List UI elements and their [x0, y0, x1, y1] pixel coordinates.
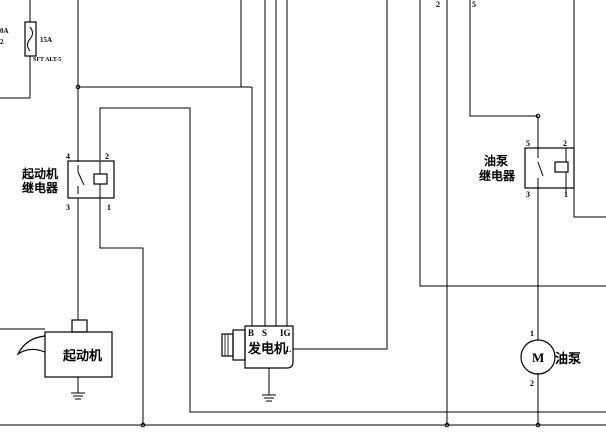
junction-dots — [75, 84, 541, 428]
alternator-pulley — [232, 329, 246, 361]
fuel-pump-label: 油泵 — [555, 351, 581, 367]
fuel-pump-pin-1: 1 — [530, 329, 534, 338]
starter-relay-pin-1: 1 — [107, 203, 111, 212]
fuel-pump-pin-2: 2 — [530, 379, 534, 388]
junction-dot — [535, 113, 541, 119]
pump-relay-body — [524, 147, 575, 189]
fuse-rating: 15A — [40, 36, 52, 44]
starter-relay-pin-3: 3 — [66, 203, 70, 212]
pump-relay-pin-3: 3 — [526, 190, 530, 199]
starter-motor-label: 起动机 — [62, 348, 102, 364]
fuel-pump: M 1 2 油泵 — [520, 329, 581, 388]
starter-relay-coil — [93, 173, 108, 185]
alternator-term-ig: IG — [280, 328, 291, 338]
pump-relay-pin-5: 5 — [526, 139, 530, 148]
junction-dot — [140, 422, 146, 428]
starter-relay-label-1: 起动机 — [21, 166, 58, 181]
pump-relay-label-1: 油泵 — [484, 153, 508, 168]
junction-dot — [75, 84, 81, 90]
alternator-body — [244, 325, 294, 369]
alternator-term-l: L — [286, 345, 291, 354]
starter-terminal — [71, 319, 88, 333]
junction-dot — [535, 422, 541, 428]
alternator-label: 发电机 — [247, 341, 287, 357]
alternator-term-s: S — [262, 328, 267, 338]
starter-relay-label-2: 继电器 — [22, 180, 59, 195]
pump-relay-pin-1: 1 — [564, 190, 568, 199]
alternator: B S IG L 发电机 — [221, 325, 294, 402]
pump-relay: 5 2 3 1 油泵 继电器 — [479, 139, 575, 199]
starter-relay-body — [67, 160, 115, 199]
fuse: 0A 2 15A SFT ALT-5 — [0, 0, 61, 99]
junction-dot — [444, 422, 450, 428]
fuse-part-number: SFT ALT-5 — [33, 57, 61, 63]
fuse-rating-cut2: 2 — [0, 38, 4, 46]
wires — [0, 0, 606, 426]
alternator-term-b: B — [248, 328, 254, 338]
starter-relay-pin-4: 4 — [66, 152, 70, 161]
fuse-rating-cut: 0A — [0, 27, 9, 35]
fuel-pump-symbol: M — [532, 350, 544, 365]
pump-relay-pin-2: 2 — [563, 139, 567, 148]
starter-relay-pin-2: 2 — [105, 152, 109, 161]
pump-relay-coil — [554, 161, 569, 173]
top-pin-left: 2 — [436, 0, 440, 9]
starter-relay: 4 2 3 1 起动机 继电器 — [21, 152, 115, 212]
starter-pinion — [16, 335, 46, 356]
top-pin-right: 5 — [472, 0, 476, 9]
motor-icon — [520, 339, 556, 375]
pump-relay-label-2: 继电器 — [479, 168, 516, 183]
starter-motor: 起动机 — [16, 319, 113, 400]
